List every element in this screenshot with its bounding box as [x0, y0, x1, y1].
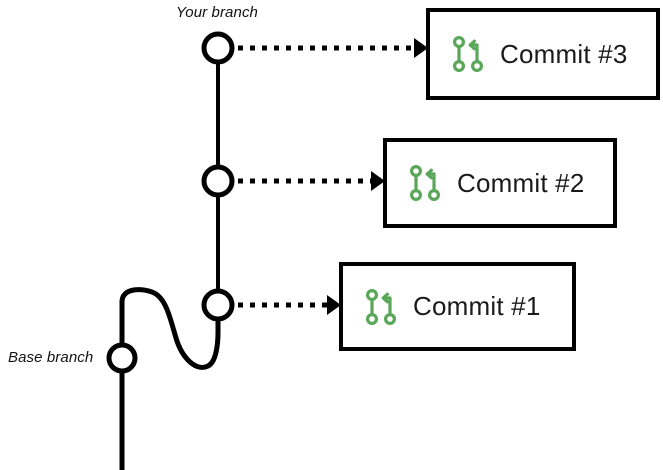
commit-card-label: Commit #3	[500, 38, 628, 69]
branch-merge-curve	[119, 287, 221, 370]
commit-card-label: Commit #1	[413, 291, 541, 321]
arrow-head-icon	[371, 171, 385, 191]
arrow-to-commit-1	[238, 295, 341, 315]
node-base-branch[interactable]	[106, 342, 138, 374]
your-branch-label: Your branch	[176, 4, 258, 21]
arrow-to-commit-2	[238, 171, 385, 191]
base-branch-label: Base branch	[8, 349, 94, 366]
commit-card-label: Commit #2	[457, 167, 585, 198]
commit-card-2[interactable]: Commit #2	[383, 138, 617, 228]
arrow-to-commit-3	[238, 38, 428, 58]
git-pull-request-icon	[409, 164, 441, 202]
commit-card-1[interactable]: Commit #1	[339, 262, 576, 351]
git-pull-request-icon	[365, 288, 397, 325]
git-pull-request-icon	[452, 35, 484, 73]
arrow-head-icon	[414, 38, 428, 58]
node-commit-2[interactable]	[201, 164, 235, 198]
node-commit-3[interactable]	[201, 31, 235, 65]
arrow-head-icon	[327, 295, 341, 315]
node-commit-1[interactable]	[201, 288, 235, 322]
commit-card-3[interactable]: Commit #3	[426, 8, 660, 100]
